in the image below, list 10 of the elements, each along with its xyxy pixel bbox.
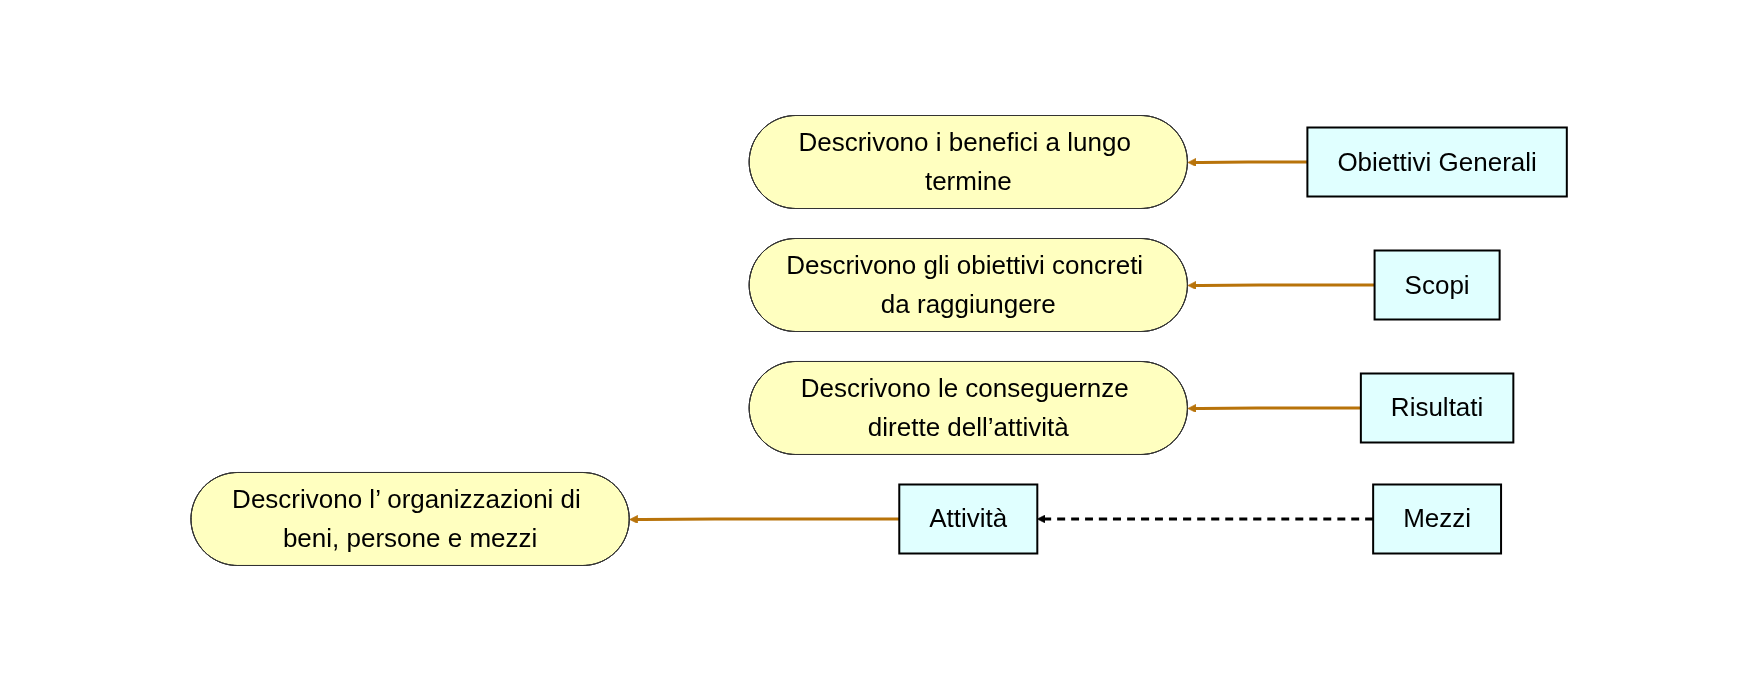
node-box: Obiettivi Generali bbox=[1306, 126, 1568, 198]
node-box: Risultati bbox=[1359, 372, 1514, 444]
node-box: Scopi bbox=[1373, 249, 1501, 321]
arrow bbox=[1187, 158, 1307, 167]
node-box: Mezzi bbox=[1371, 483, 1502, 555]
node-box: Attività bbox=[897, 483, 1038, 555]
arrow bbox=[1187, 281, 1375, 290]
arrow bbox=[628, 515, 899, 524]
arrow bbox=[1036, 514, 1373, 524]
arrow bbox=[1187, 404, 1361, 413]
